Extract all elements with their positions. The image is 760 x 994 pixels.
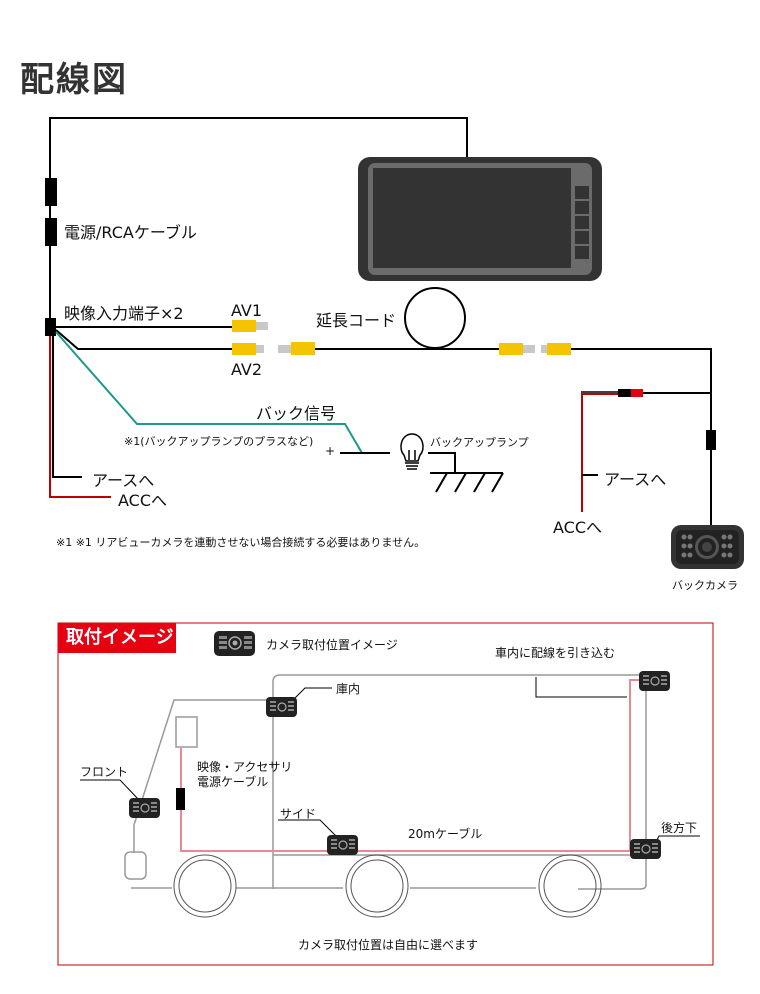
av2-connector [232,343,256,355]
install-badge: 取付イメージ [58,623,176,653]
camera-icon-side [327,835,358,855]
side-label: サイド [280,807,317,821]
extension-coil [404,287,466,349]
plug-connector-top [45,178,57,206]
video-power-cable-label-1: 映像・アクセサリ [197,760,293,774]
page-title: 配線図 [20,60,128,100]
back-camera-label: バックカメラ [672,579,738,592]
cable-20m-label: 20mケーブル [408,827,483,841]
backup-lamp-label: バックアップランプ [430,436,529,449]
interior-label: 庫内 [336,682,361,696]
note-plus-label: ※1(バックアップランプのプラスなど) [124,435,314,448]
legend-camera-icon [214,631,255,656]
wheels [173,854,602,918]
ground-wire-left [52,336,82,478]
acc-left-label: ACCへ [118,491,168,510]
lamp-ground-wire [428,452,456,473]
ext-pin-mid-b [541,345,547,353]
extension-cord-label: 延長コード [316,311,397,330]
front-label: フロント [80,765,129,779]
rear-wheel [538,854,602,918]
middle-wheel [345,854,409,918]
install-frame [57,622,714,966]
camera-icon-rear-low [630,839,661,859]
cable-connector [176,788,185,810]
legend-label: カメラ取付位置イメージ [266,638,398,652]
back-camera-icon [671,525,744,569]
plug-connector-bottom [45,218,57,246]
ground-symbol [430,472,504,493]
route-inside-label: 車内に配線を引き込む [495,646,616,660]
acc-wire-left [49,336,111,498]
av1-label: AV1 [231,301,263,320]
av1-connector [232,320,256,332]
install-caption: カメラ取付位置は自由に選べます [298,938,479,952]
ground-right-label: アースへ [604,470,667,489]
bulb-icon [400,433,424,470]
rear-low-label: 後方下 [661,821,698,835]
av2-label: AV2 [231,360,263,379]
junction-block [45,318,56,336]
power-connector-black [618,389,631,397]
camera-wire [571,348,712,530]
av1-pin [256,322,268,330]
camera-icon-roof-rear [639,671,670,691]
extension-connector-right-a [499,343,523,355]
extension-connector-left [291,342,315,355]
acc-right-label: ACCへ [553,518,603,537]
monitor [358,157,602,281]
acc-wire-right [581,393,618,512]
camera-inline-connector [706,430,716,450]
ground-left-label: アースへ [92,471,155,490]
av2-pin [256,345,264,353]
camera-icon-front [129,798,160,818]
plus-sign: + [325,444,336,458]
camera-icon-interior [266,697,297,717]
extension-connector-right-b [547,343,571,355]
back-signal-label: バック信号 [256,404,337,423]
video-power-cable-label-2: 電源ケーブル [197,775,269,789]
back-signal-wire [55,331,363,454]
video-input-label: 映像入力端子×2 [64,304,184,323]
power-connector-red [631,389,643,397]
front-wheel [173,854,237,918]
ext-pin-mid-a [523,345,535,353]
ext-pin-left [278,345,291,353]
footnote: ※1 ※1 リアビューカメラを連動させない場合接続する必要はありません。 [56,536,426,549]
av2-wire [55,329,232,350]
power-rca-cable-label: 電源/RCAケーブル [64,223,197,242]
